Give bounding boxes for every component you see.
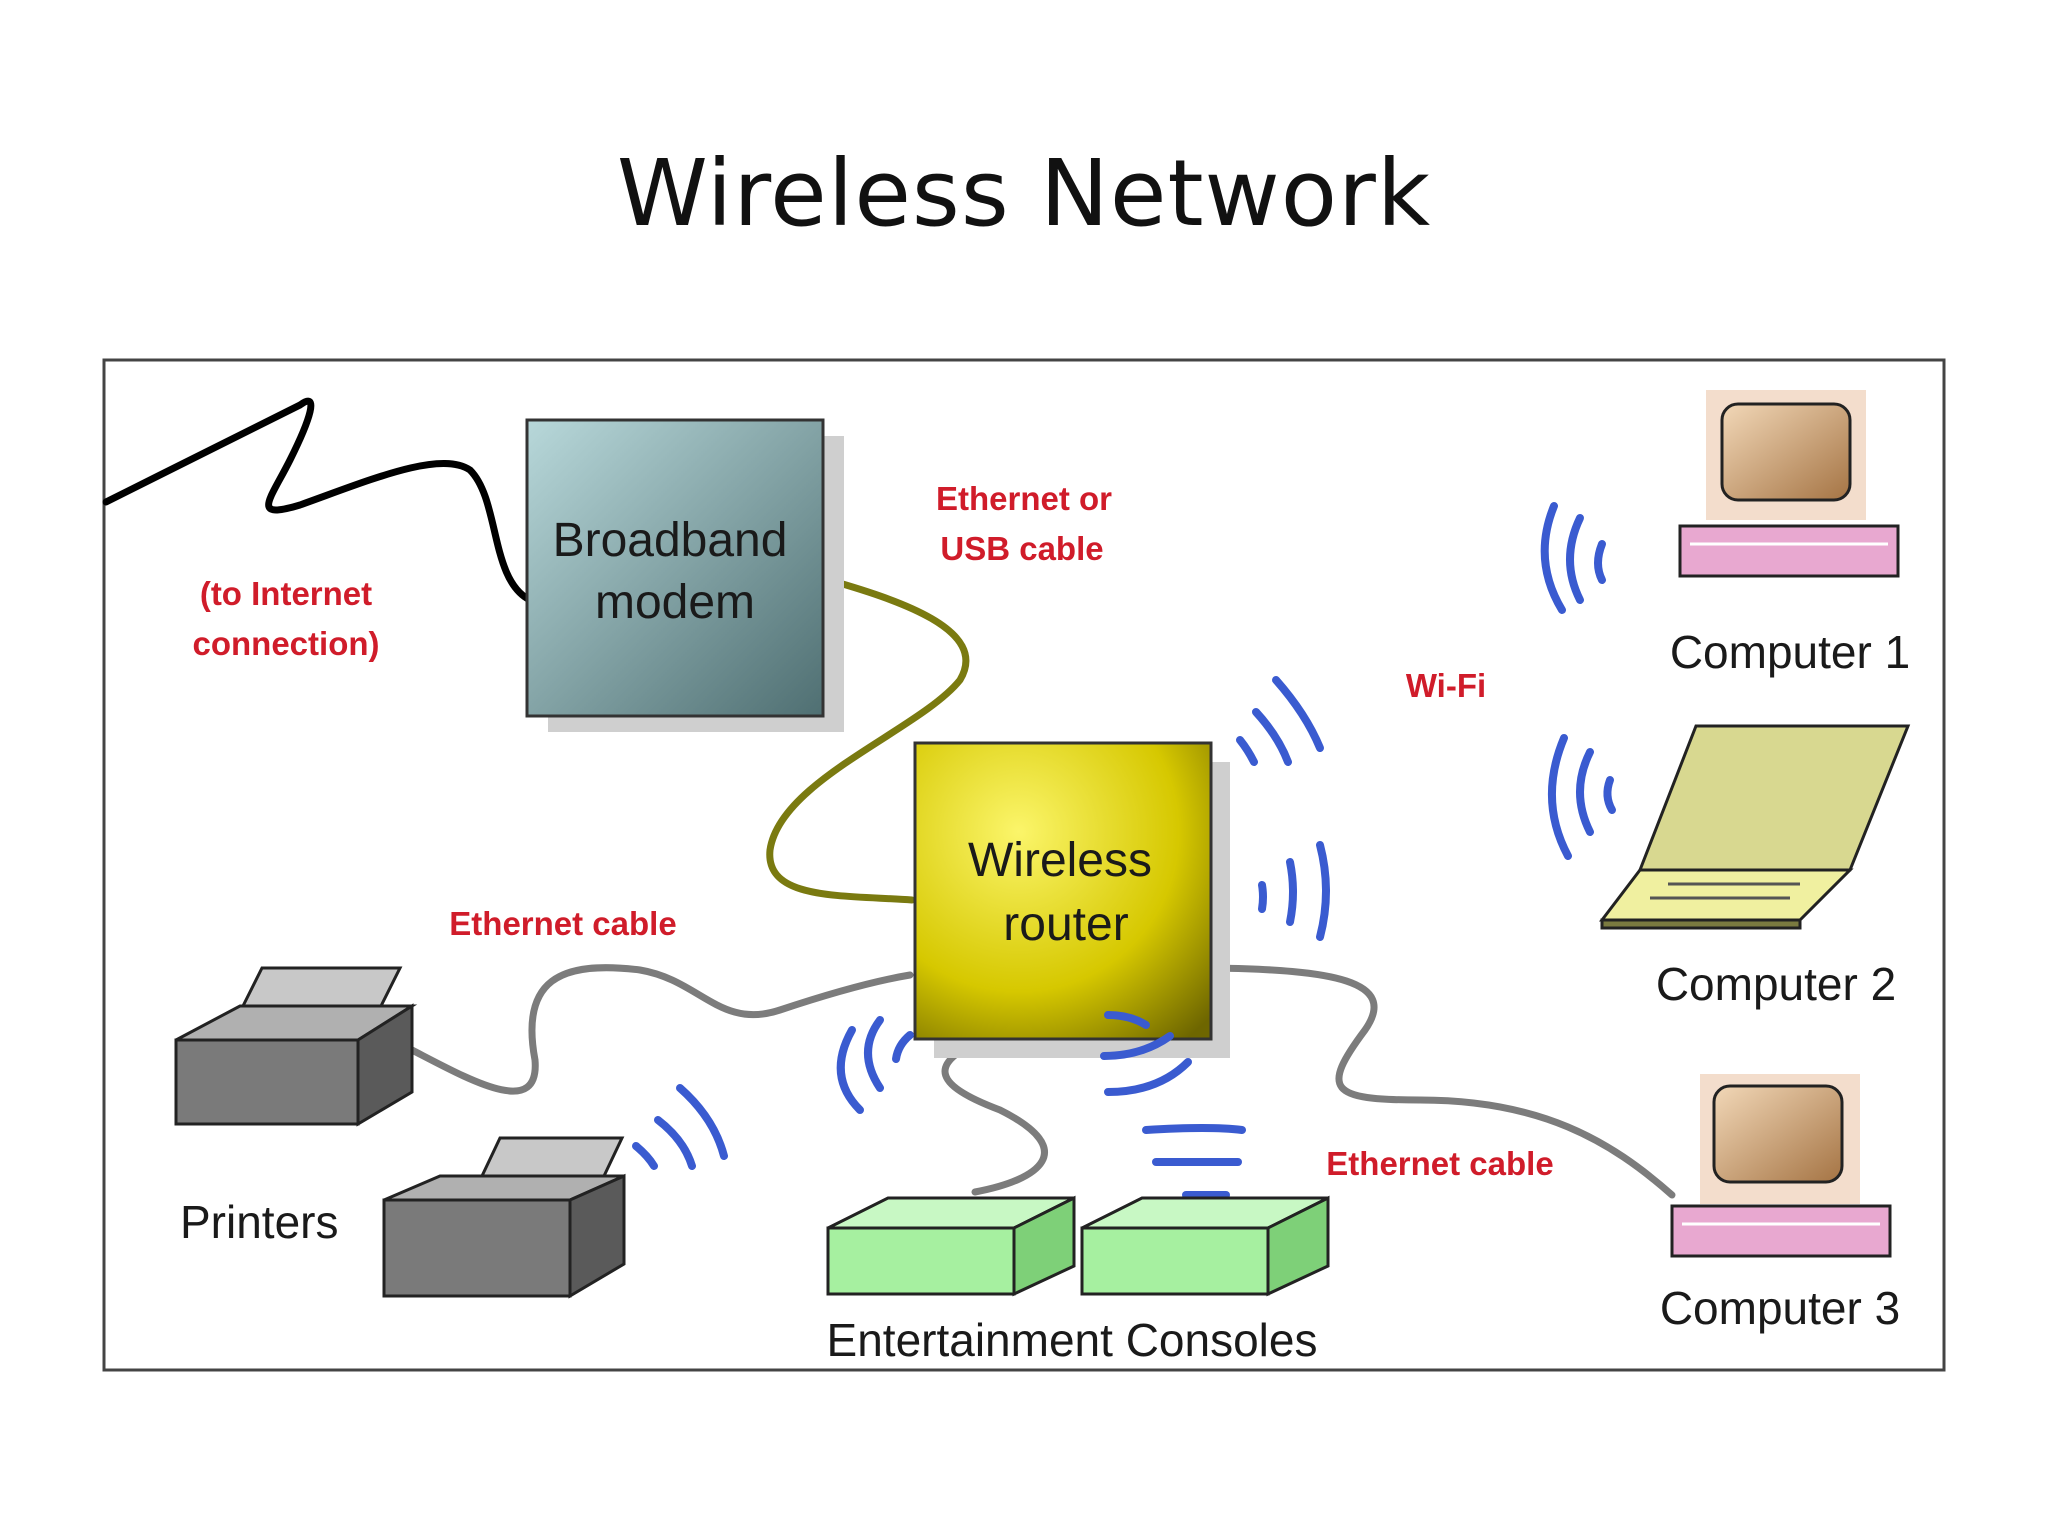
modem-router-cable <box>766 574 970 904</box>
router-label-line2: router <box>1003 898 1128 951</box>
eth-cable-right-label: Ethernet cable <box>1326 1145 1553 1182</box>
modem-label-line1: Broadband <box>553 514 788 567</box>
computer-2-icon <box>1598 724 1911 930</box>
printer-2-icon <box>382 1136 626 1299</box>
router-label-line1: Wireless <box>968 834 1152 887</box>
computer-2-label: Computer 2 <box>1656 958 1896 1010</box>
computer-3-icon <box>1670 1074 1892 1258</box>
printer-1-icon <box>174 966 418 1127</box>
eth-usb-label-line2: USB cable <box>940 530 1103 567</box>
wireless-router: Wireless router <box>913 741 1230 1058</box>
console-1-icon <box>826 1195 1076 1297</box>
printer-cable <box>408 964 914 1095</box>
computer-1-icon <box>1678 390 1900 578</box>
modem-label-line2: modem <box>595 576 755 629</box>
computer-3-label: Computer 3 <box>1660 1282 1900 1334</box>
consoles-label: Entertainment Consoles <box>827 1314 1318 1366</box>
slide-title: Wireless Network <box>616 140 1432 247</box>
eth-cable-left-label: Ethernet cable <box>449 905 676 942</box>
computer3-cable <box>1212 964 1676 1199</box>
eth-usb-label-line1: Ethernet or <box>936 480 1112 517</box>
broadband-modem: Broadband modem <box>525 418 844 732</box>
printers-label: Printers <box>180 1196 338 1248</box>
internet-label-line1: (to Internet <box>200 575 372 612</box>
console-2-icon <box>1080 1195 1330 1297</box>
internet-cable <box>102 397 534 604</box>
wifi-waves <box>632 502 1616 1200</box>
computer-1-label: Computer 1 <box>1670 626 1910 678</box>
console-cable <box>941 1036 1048 1196</box>
wifi-label: Wi-Fi <box>1406 667 1486 704</box>
internet-label-line2: connection) <box>193 625 380 662</box>
